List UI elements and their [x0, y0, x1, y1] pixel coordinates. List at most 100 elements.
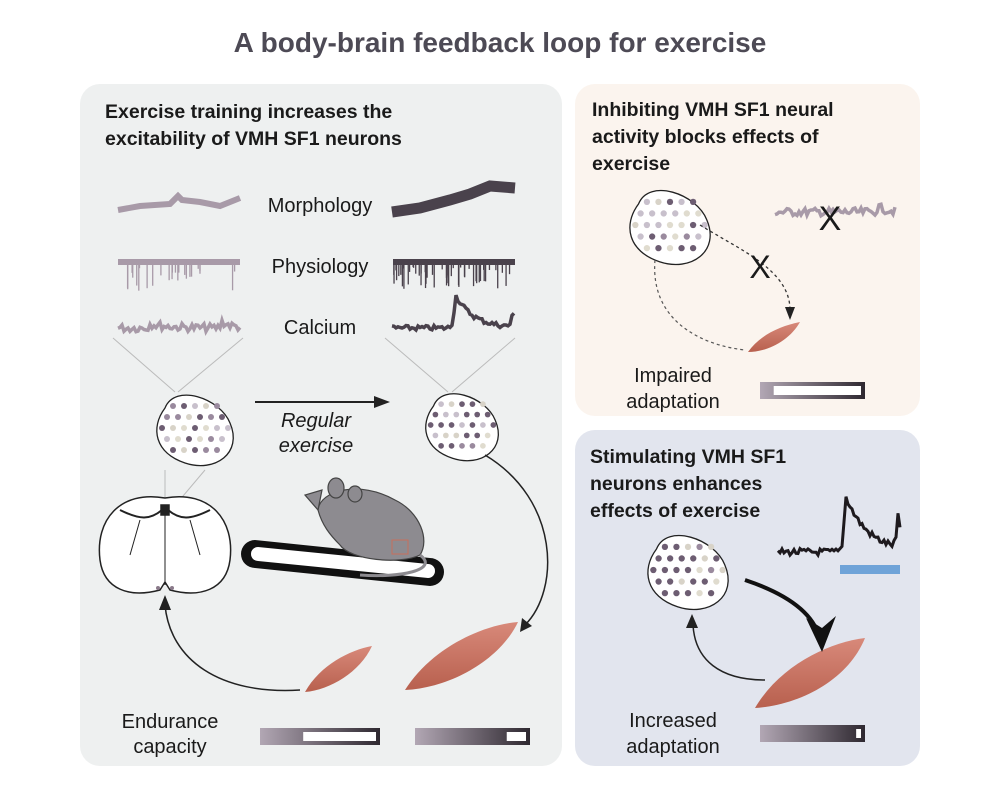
arrowhead-icon [520, 618, 532, 632]
neuron-dot [443, 432, 449, 439]
neuron-dot [655, 221, 662, 229]
brain-section-icon [98, 496, 232, 594]
neuron-dot [684, 589, 692, 597]
neuron-dot [469, 422, 476, 428]
neuron-dot [453, 411, 460, 418]
neuron-dot [632, 221, 639, 229]
trace-baseline [393, 259, 515, 265]
neuron-dot [214, 425, 220, 431]
stimulate-heading-line-3: effects of exercise [590, 500, 760, 522]
endurance-bar-after [415, 728, 530, 745]
neuron-dot [655, 578, 662, 585]
neuron-dot [667, 578, 674, 585]
neuron-dot [474, 432, 481, 439]
vmh-neurons-stimulated [647, 534, 729, 611]
neuron-dot [181, 447, 187, 453]
figure-title: A body-brain feedback loop for exercise [234, 27, 767, 58]
neuron-dot [170, 447, 176, 453]
neuron-dot [690, 555, 697, 562]
neuron-dot [689, 221, 697, 229]
neuron-dot [208, 436, 214, 442]
neuron-dot [459, 401, 465, 407]
trace-blocked-x-icon: X [819, 200, 842, 238]
morphology-trace-before [117, 191, 242, 213]
neuron-dot [707, 566, 715, 574]
neuron-dot [463, 432, 470, 439]
neuron-dot [432, 411, 439, 418]
neuron-dot [667, 555, 674, 562]
adaptation-bar-increased [760, 725, 865, 742]
neuron-dot [164, 436, 170, 442]
left-heading-line-2: excitability of VMH SF1 neurons [105, 128, 402, 150]
neuron-dot [443, 411, 449, 418]
neuron-dot [673, 566, 680, 574]
neuron-dot [637, 233, 644, 240]
neuron-dot [192, 403, 198, 409]
calcium-trace-after [391, 294, 516, 333]
neuron-dot [438, 443, 444, 449]
impaired-label-line-1: Impaired [634, 365, 712, 387]
neuron-dot [649, 233, 656, 240]
neuron-dot [701, 555, 708, 562]
vmh-neurons-inhibited [629, 189, 711, 266]
neuron-dot [490, 422, 497, 428]
arrowhead-icon [785, 307, 795, 320]
stimulate-heading-line-2: neurons enhances [590, 473, 762, 495]
neuron-dot [186, 436, 192, 442]
neuron-dot [690, 578, 697, 585]
neuron-dot [192, 425, 198, 431]
neuron-dot [672, 210, 679, 217]
neuron-dot [480, 422, 486, 428]
row-label-calcium: Calcium [284, 317, 356, 339]
neuron-dot [684, 543, 692, 551]
neuron-dot [219, 436, 225, 442]
pathway-blocked-x-icon: X [749, 249, 770, 285]
bar-remaining [773, 386, 861, 395]
vmh-neurons-before [156, 394, 234, 467]
neuron-dot [701, 578, 708, 585]
inhibit-heading-line-1: Inhibiting VMH SF1 neural [592, 99, 834, 121]
muscle-large [405, 622, 518, 690]
neuron-dot [655, 244, 662, 252]
neuron-dot [459, 422, 465, 428]
neuron-dot [696, 543, 703, 551]
neuron-dot [655, 198, 662, 206]
bar-remaining [506, 732, 526, 741]
dashed-arrow-to-muscle [699, 224, 791, 311]
left-heading-line-1: Exercise training increases the [105, 101, 392, 123]
neuron-dot [438, 422, 444, 428]
neuron-dot [637, 210, 644, 217]
neuron-dot [469, 401, 476, 407]
neuron-dot [484, 432, 491, 439]
stimulate-heading-line-1: Stimulating VMH SF1 [590, 446, 786, 468]
neuron-dot [713, 578, 720, 585]
neuron-dot [678, 578, 685, 585]
bar-track [415, 728, 530, 745]
neuron-dot [650, 566, 657, 574]
left-panel [80, 84, 562, 766]
physiology-trace-after [393, 259, 515, 289]
neuron-dot [701, 221, 708, 229]
neuron-dot [170, 425, 176, 431]
neuron-dot [695, 210, 702, 217]
inhibit-panel [575, 84, 920, 416]
vmh-neurons-after [425, 393, 499, 462]
neuron-dot [678, 555, 685, 562]
neuron-dot [197, 414, 203, 420]
neuron-dot [666, 198, 674, 206]
neuron-dot [438, 401, 444, 407]
arrowhead-icon [686, 614, 698, 628]
muscle-small [305, 646, 372, 692]
muscle-enhanced [755, 638, 865, 708]
neuron-dot [181, 425, 187, 431]
inhibit-heading-line-3: exercise [592, 153, 670, 175]
calcium-trace-before [117, 314, 242, 336]
arrowhead-icon [806, 616, 836, 652]
neuron-dot [696, 589, 703, 597]
arrowhead-icon [159, 595, 171, 610]
stimulate-panel [575, 430, 920, 766]
neuron-dot [673, 543, 680, 551]
neuron-dot [678, 221, 685, 229]
neuron-dot [469, 443, 476, 449]
